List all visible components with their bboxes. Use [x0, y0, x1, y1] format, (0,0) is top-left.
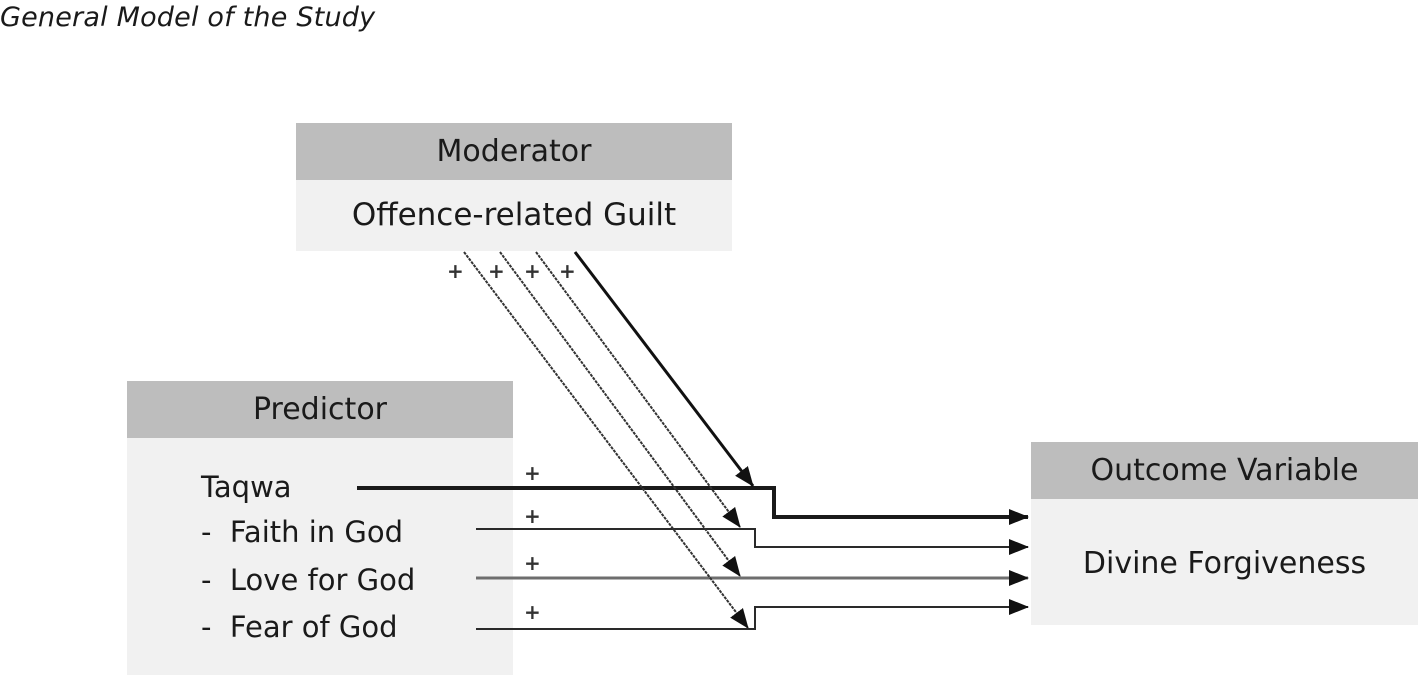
predictor-item-fear: - Fear of God [201, 610, 398, 644]
path-taqwa-to-outcome [357, 486, 1029, 525]
predictor-item-label: Love for God [229, 563, 416, 597]
predictor-item-love: - Love for God [201, 563, 415, 597]
moderator-box: Moderator Offence-related Guilt [296, 123, 732, 251]
path-fear-to-outcome [476, 599, 1029, 630]
outcome-variable: Divine Forgiveness [1082, 546, 1367, 581]
bullet-dash: - [201, 515, 212, 549]
sign-fear: + [524, 600, 541, 624]
predictor-item-faith: - Faith in God [201, 515, 403, 549]
sign-mod-love: + [488, 259, 505, 283]
sign-love: + [524, 551, 541, 575]
outcome-header: Outcome Variable [1031, 442, 1418, 499]
bullet-dash: - [201, 610, 212, 644]
sign-mod-taqwa: + [559, 259, 576, 283]
outcome-box: Outcome Variable Divine Forgiveness [1031, 442, 1418, 625]
path-faith-to-outcome [476, 528, 1029, 555]
moderator-variable: Offence-related Guilt [351, 197, 677, 233]
predictor-header: Predictor [127, 381, 513, 438]
moderation-arrow-love [499, 251, 741, 577]
predictor-item-label: Fear of God [229, 610, 398, 644]
sign-faith: + [524, 504, 541, 528]
sign-taqwa: + [524, 461, 541, 485]
predictor-item-taqwa: Taqwa [201, 470, 292, 504]
moderation-arrow-taqwa [573, 251, 755, 487]
predictor-box: Predictor [127, 381, 513, 675]
sign-mod-faith: + [524, 259, 541, 283]
predictor-item-label: Taqwa [201, 470, 292, 504]
sign-mod-fear: + [447, 259, 464, 283]
moderation-arrow-faith [535, 251, 741, 528]
bullet-dash: - [201, 563, 212, 597]
moderator-header: Moderator [296, 123, 732, 180]
figure-caption: General Model of the Study [0, 2, 376, 33]
predictor-item-label: Faith in God [229, 515, 403, 549]
moderation-arrow-fear [463, 251, 749, 629]
